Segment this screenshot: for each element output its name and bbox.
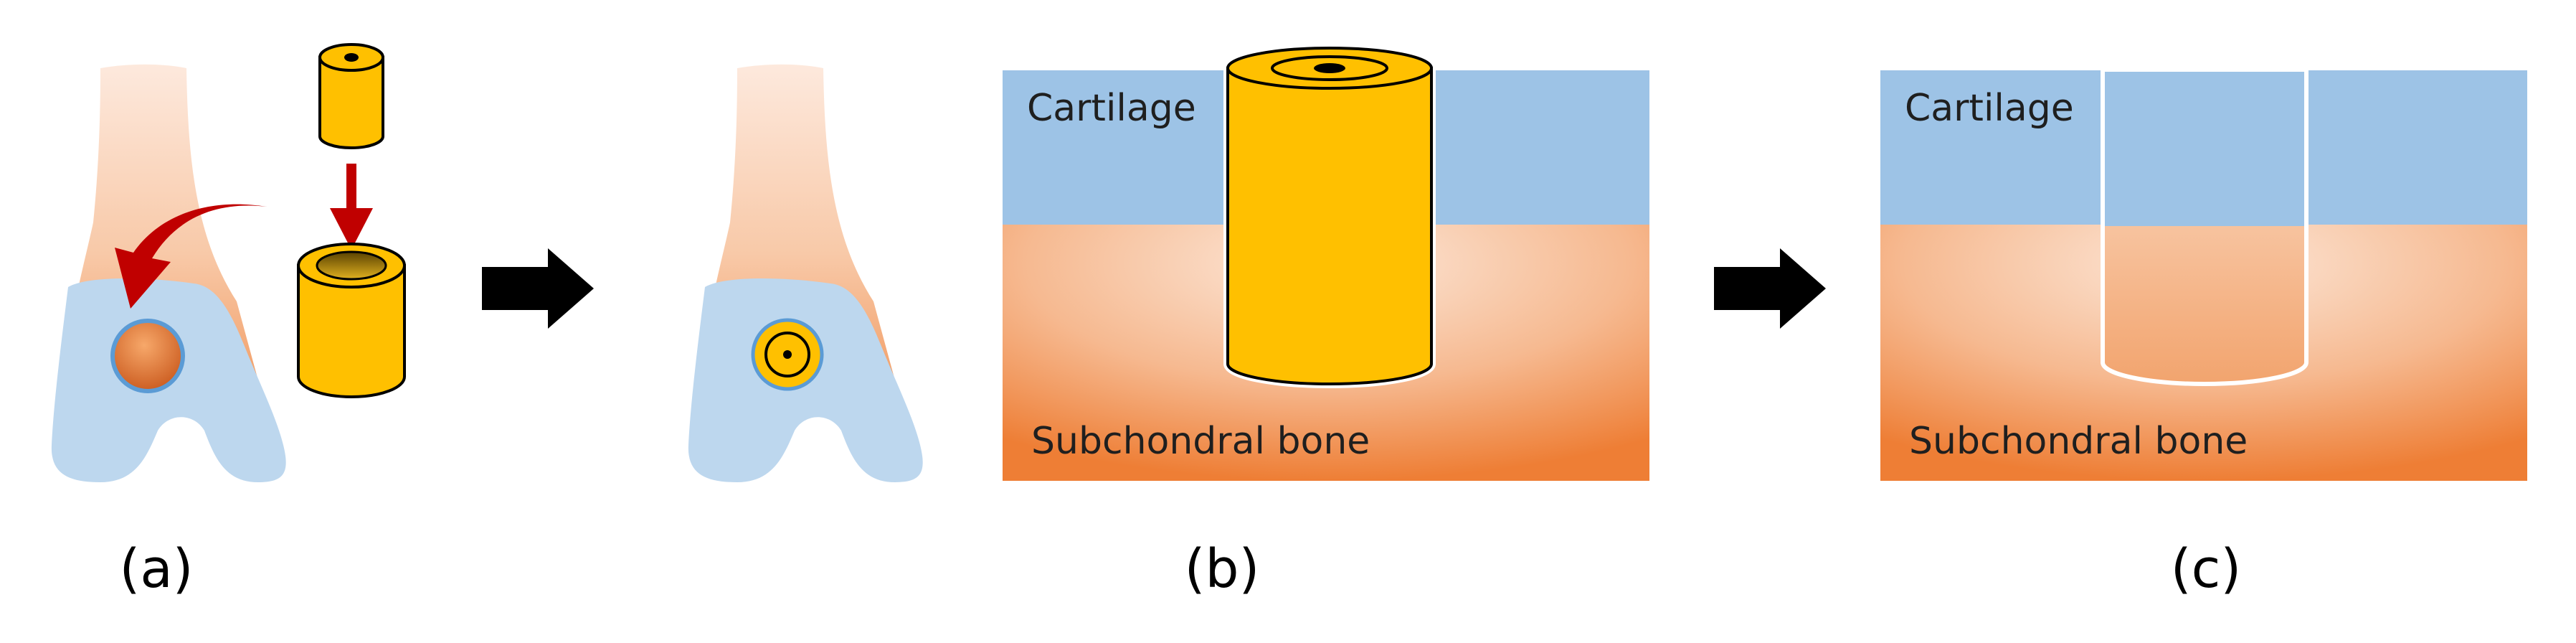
defect-site [110, 319, 185, 393]
cartilage-label-b: Cartilage [1027, 87, 1196, 130]
red-curved-arrow [115, 204, 267, 309]
panel-a: (a) [51, 43, 406, 600]
hollow-cylinder [297, 243, 406, 398]
panel-c: Cartilage Subchondral bone (c) [1880, 68, 2527, 600]
cartilage-label-c: Cartilage [1905, 87, 2074, 130]
panel-b-label: (b) [1185, 538, 1260, 600]
black-arrow-2 [1714, 248, 1826, 329]
bone-label-c: Subchondral bone [1909, 420, 2248, 463]
regenerated-defect-c [2101, 68, 2309, 386]
graft-cylinder-b [1223, 47, 1436, 388]
implanted-graft-top [751, 318, 824, 391]
graft-plug [318, 43, 384, 149]
bone-label-b: Subchondral bone [1031, 420, 1370, 463]
panel-a-result [688, 64, 923, 482]
panel-b: Cartilage Subchondral bone (b) [1003, 47, 1649, 600]
black-arrow-1 [482, 248, 594, 329]
red-down-arrow [330, 164, 373, 250]
panel-c-label: (c) [2171, 538, 2241, 600]
panel-a-label: (a) [119, 538, 193, 600]
